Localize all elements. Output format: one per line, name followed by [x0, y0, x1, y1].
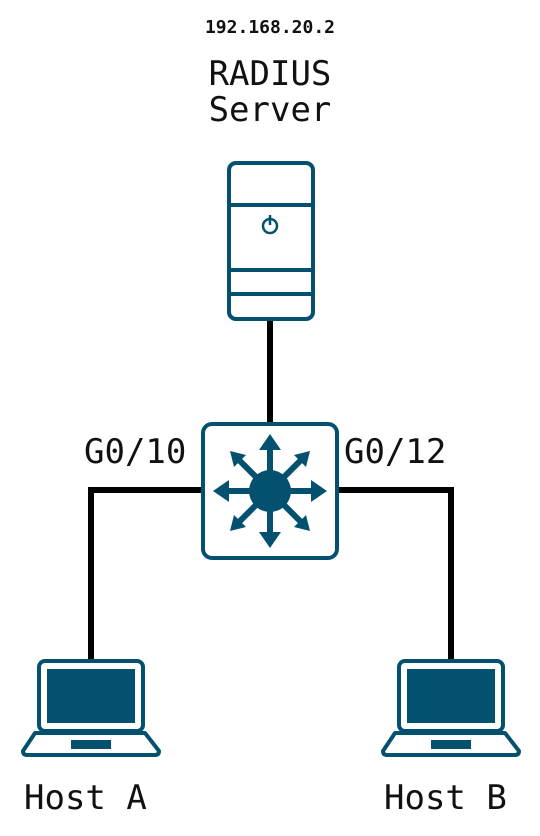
host-a-label: Host A — [24, 778, 147, 818]
links — [88, 318, 454, 660]
link-switch-host-a — [88, 487, 203, 660]
host-b-label: Host B — [384, 778, 507, 818]
port-label-left: G0/10 — [84, 432, 187, 472]
laptop-icon — [21, 659, 161, 757]
link-switch-host-b — [337, 487, 454, 660]
multilayer-switch-icon — [201, 422, 339, 560]
server-icon — [227, 161, 315, 321]
server-name-label: RADIUS Server — [208, 54, 332, 130]
port-label-right: G0/12 — [344, 432, 447, 472]
server-ip-label: 192.168.20.2 — [204, 17, 336, 38]
laptop-icon — [381, 659, 521, 757]
